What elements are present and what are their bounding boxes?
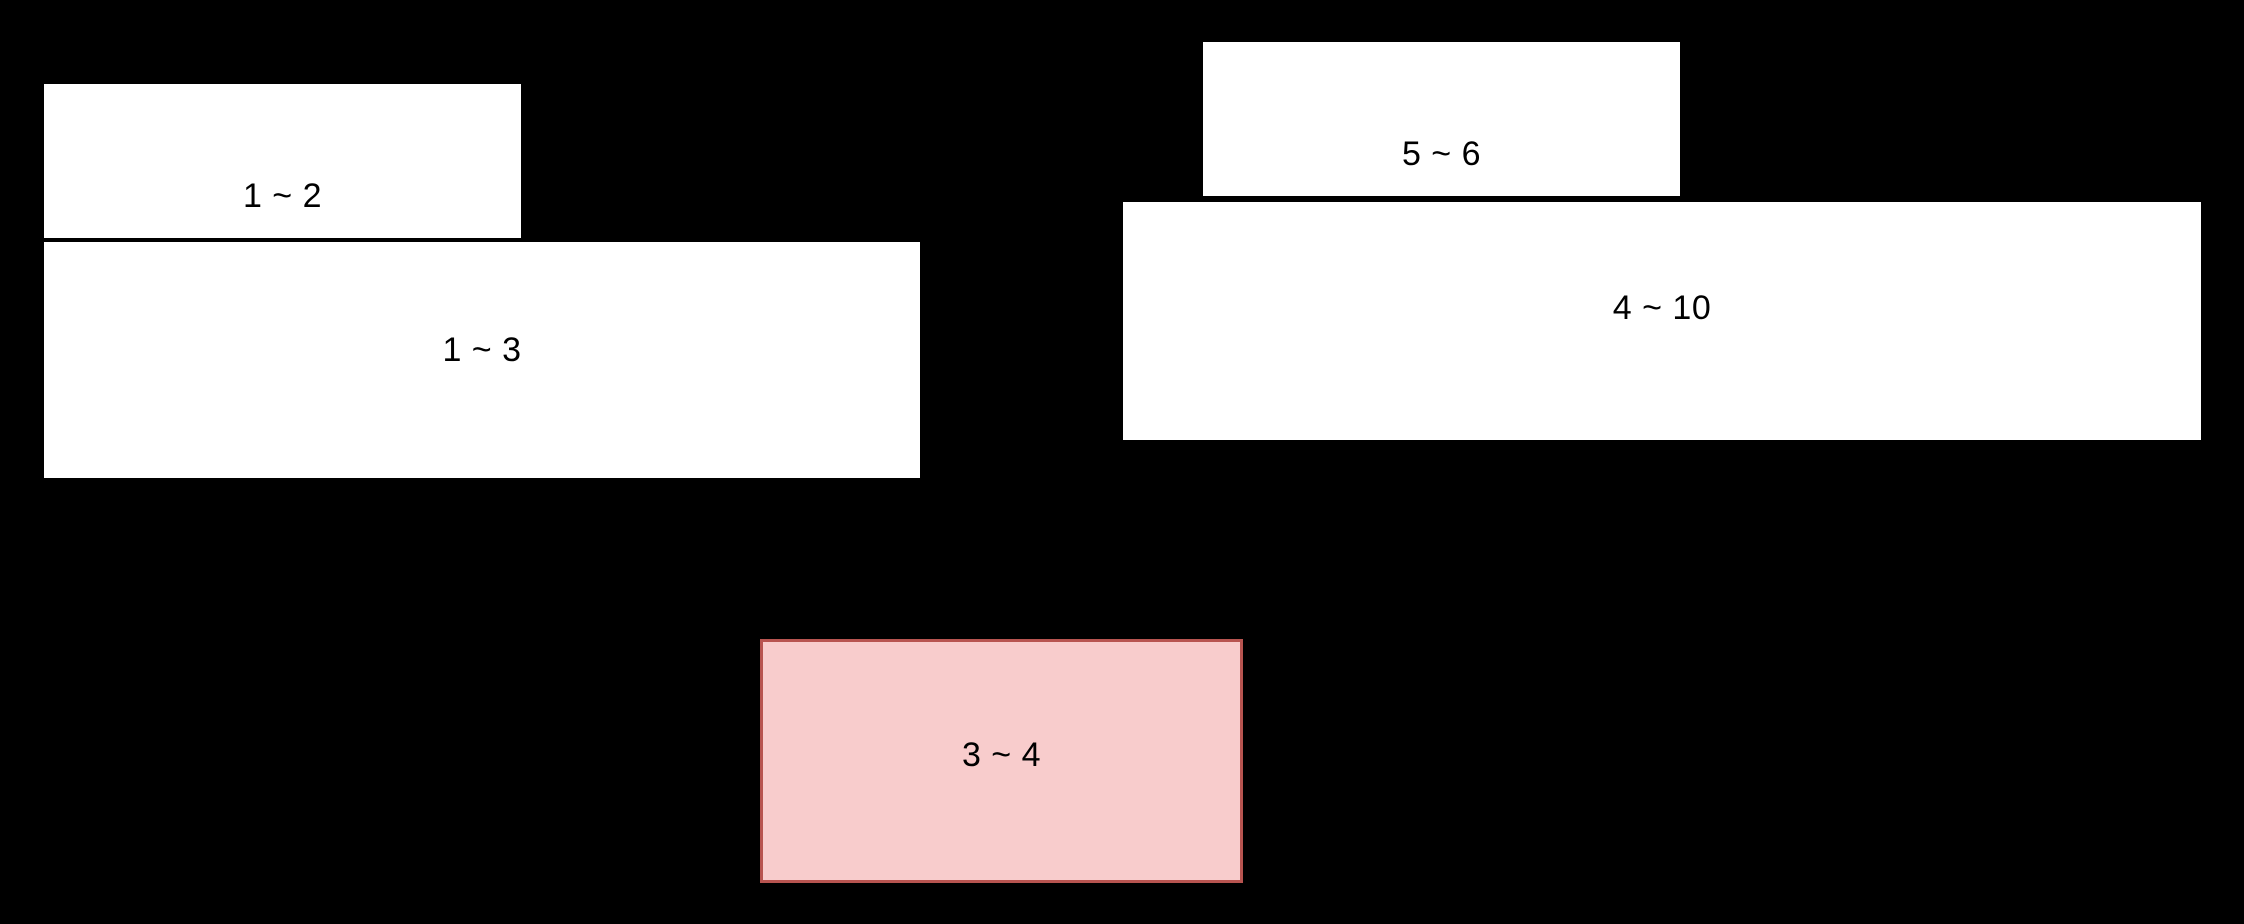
interval-block-5-6[interactable]: 5 ~ 6 [1203, 42, 1680, 196]
interval-block-label: 3 ~ 4 [961, 736, 1042, 774]
interval-block-label: 1 ~ 3 [442, 331, 522, 369]
interval-block-1-3[interactable]: 1 ~ 3 [44, 242, 920, 478]
interval-block-1-2[interactable]: 1 ~ 2 [44, 84, 521, 238]
interval-block-4-10[interactable]: 4 ~ 10 [1123, 202, 2201, 440]
interval-block-label: 4 ~ 10 [1612, 289, 1712, 327]
interval-block-3-4[interactable]: 3 ~ 4 [760, 639, 1243, 883]
interval-block-label: 5 ~ 6 [1401, 135, 1482, 173]
interval-block-label: 1 ~ 2 [242, 177, 323, 215]
